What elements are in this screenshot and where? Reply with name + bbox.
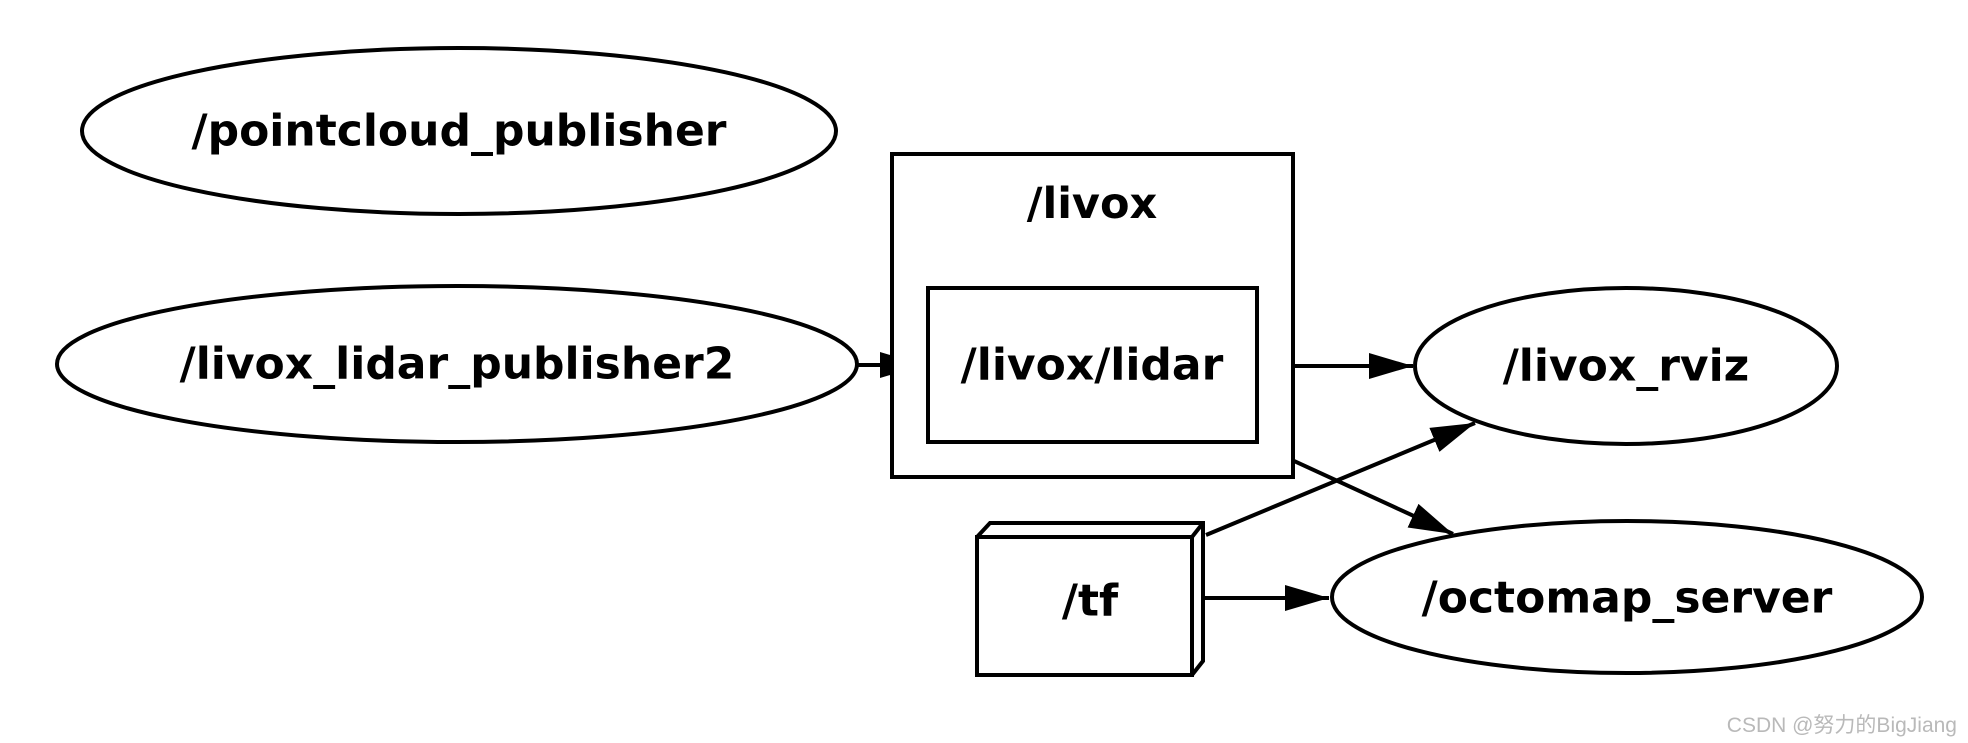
watermark: CSDN @努力的BigJiang — [1727, 714, 1957, 737]
node-pointcloud-publisher: /pointcloud_publisher — [80, 46, 838, 216]
node-livox-lidar-publisher2-label: /livox_lidar_publisher2 — [180, 339, 735, 390]
node-octomap-server-label: /octomap_server — [1422, 573, 1833, 624]
node-livox-rviz-label: /livox_rviz — [1503, 341, 1750, 392]
node-pointcloud-publisher-label: /pointcloud_publisher — [192, 106, 727, 157]
node-livox-lidar-publisher2: /livox_lidar_publisher2 — [55, 284, 859, 444]
node-tf-label: /tf — [1062, 576, 1119, 627]
node-livox-lidar: /livox/lidar — [926, 286, 1259, 444]
node-livox-namespace-label: /livox — [1027, 179, 1158, 229]
node-octomap-server: /octomap_server — [1330, 519, 1924, 675]
node-tf: /tf — [975, 521, 1205, 677]
node-livox-lidar-label: /livox/lidar — [961, 340, 1224, 391]
edge-tf-to-livox-rviz — [1205, 421, 1476, 537]
node-livox-rviz: /livox_rviz — [1413, 286, 1839, 446]
